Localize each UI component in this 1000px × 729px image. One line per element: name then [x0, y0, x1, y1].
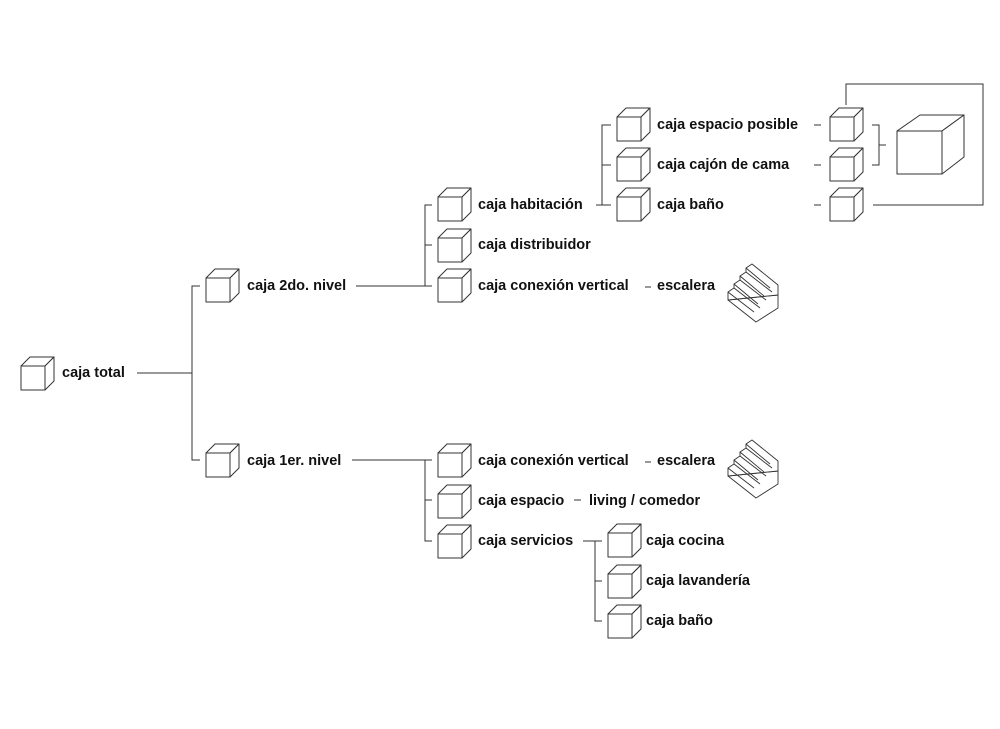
box-icon-caja-1er-nivel: [205, 443, 240, 478]
label-caja-lavanderia: caja lavandería: [646, 573, 751, 589]
box-icon-caja-conexion-vertical-2: [437, 268, 472, 303]
label-caja-cocina: caja cocina: [646, 533, 725, 549]
box-icon-caja-conexion-vertical-1: [437, 443, 472, 478]
box-icon-caja-2do-nivel: [205, 268, 240, 303]
label-caja-distribuidor: caja distribuidor: [478, 237, 591, 253]
staircase-icon-2do-nivel: [727, 263, 779, 323]
label-caja-habitacion: caja habitación: [478, 197, 583, 213]
box-icon-caja-distribuidor: [437, 228, 472, 263]
box-icon-cajon-de-cama-part: [829, 147, 864, 182]
label-caja-bano-servicios: caja baño: [646, 613, 713, 629]
label-escalera-1: escalera: [657, 453, 716, 469]
label-caja-1er-nivel: caja 1er. nivel: [247, 453, 341, 469]
box-icon-caja-habitacion: [437, 187, 472, 222]
staircase-icon-1er-nivel: [727, 439, 779, 499]
box-icon-caja-cocina: [607, 523, 642, 558]
box-icon-caja-bano-servicios: [607, 604, 642, 639]
label-caja-espacio-posible: caja espacio posible: [657, 117, 798, 133]
label-living-comedor: living / comedor: [589, 493, 701, 509]
label-caja-espacio: caja espacio: [478, 493, 564, 509]
box-icon-caja-espacio: [437, 484, 472, 519]
label-caja-conexion-vertical-1: caja conexión vertical: [478, 453, 629, 469]
large-box-icon: [896, 114, 965, 175]
box-icon-caja-cajon-de-cama: [616, 147, 651, 182]
label-caja-bano-habitacion: caja baño: [657, 197, 724, 213]
box-icon-caja-servicios: [437, 524, 472, 559]
label-escalera-2: escalera: [657, 278, 716, 294]
label-caja-servicios: caja servicios: [478, 533, 573, 549]
label-caja-total: caja total: [62, 365, 125, 381]
box-icon-bano-part: [829, 187, 864, 222]
label-caja-2do-nivel: caja 2do. nivel: [247, 278, 346, 294]
tree-connectors: [137, 83, 984, 622]
box-icon-caja-espacio-posible: [616, 107, 651, 142]
box-icon-caja-bano-habitacion: [616, 187, 651, 222]
label-caja-cajon-de-cama: caja cajón de cama: [657, 157, 790, 173]
label-caja-conexion-vertical-2: caja conexión vertical: [478, 278, 629, 294]
box-icon-caja-lavanderia: [607, 564, 642, 599]
box-icon-caja-total: [20, 356, 55, 391]
box-icon-espacio-posible-part: [829, 107, 864, 142]
